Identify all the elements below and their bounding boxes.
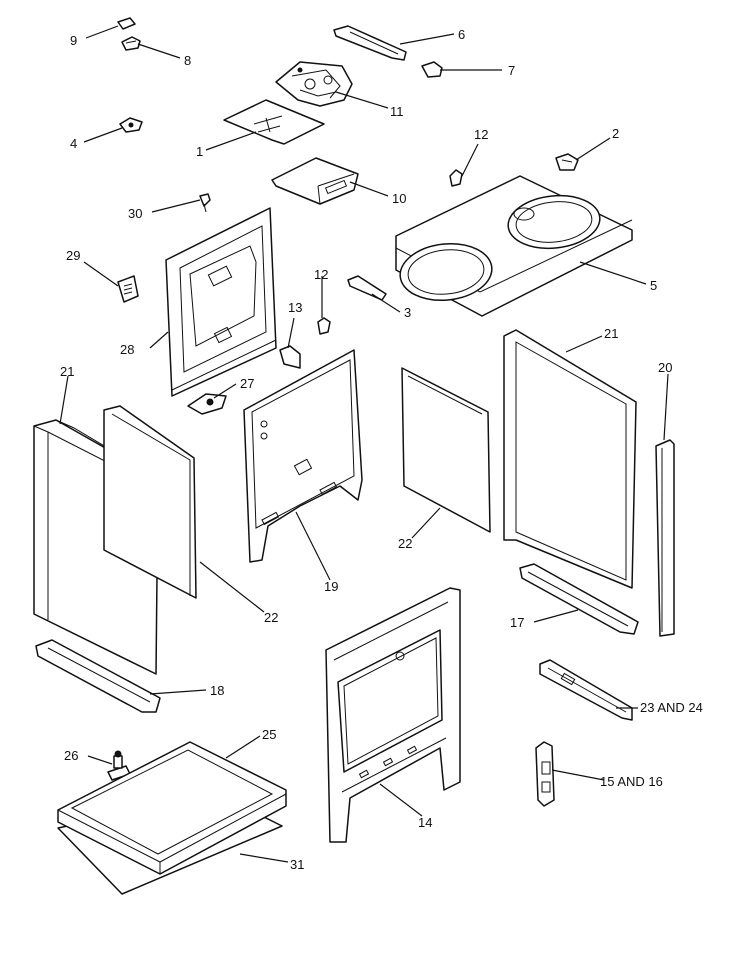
callout-13: 13: [288, 300, 302, 315]
part-1: [223, 99, 325, 145]
part-30: [199, 193, 211, 213]
callout-27: 27: [240, 376, 254, 391]
part-15-16-bracket: [535, 741, 555, 807]
part-29: [117, 275, 139, 303]
part-17-rail: [519, 563, 639, 635]
callout-21-right: 21: [604, 326, 618, 341]
part-2: [555, 153, 579, 171]
callout-17: 17: [510, 615, 524, 630]
callout-19: 19: [324, 579, 338, 594]
callout-labels: 9 8 4 6 7 11 1 10 12 2 30 5 3 12 13 29 2…: [60, 27, 703, 872]
part-19-frame: [243, 349, 363, 563]
part-7: [421, 61, 443, 78]
leader-lines: [59, 25, 669, 863]
part-12-top: [449, 169, 463, 187]
callout-25: 25: [262, 727, 276, 742]
callout-18: 18: [210, 683, 224, 698]
callout-7: 7: [508, 63, 515, 78]
callout-20: 20: [658, 360, 672, 375]
callout-12-top: 12: [474, 127, 488, 142]
callout-31: 31: [290, 857, 304, 872]
part-25-drawer: [57, 741, 287, 875]
callout-28: 28: [120, 342, 134, 357]
callout-10: 10: [392, 191, 406, 206]
callout-4: 4: [70, 136, 77, 151]
callout-15-16: 15 AND 16: [600, 774, 663, 789]
part-21-right-side: [503, 329, 637, 589]
part-22-mid-panel: [401, 367, 491, 533]
callout-3: 3: [404, 305, 411, 320]
callout-14: 14: [418, 815, 432, 830]
callout-11: 11: [390, 104, 404, 119]
part-5-cooktop: [395, 175, 633, 317]
part-27: [187, 393, 227, 415]
callout-9: 9: [70, 33, 77, 48]
callout-29: 29: [66, 248, 80, 263]
part-6: [333, 25, 407, 61]
callout-22-left: 22: [264, 610, 278, 625]
part-4: [119, 117, 143, 133]
callout-8: 8: [184, 53, 191, 68]
part-22-left-inner: [103, 405, 197, 599]
part-20-trim: [655, 439, 675, 637]
callout-2: 2: [612, 126, 619, 141]
callout-21-left: 21: [60, 364, 74, 379]
part-11: [275, 61, 353, 107]
part-23-24-slide: [539, 659, 633, 721]
callout-23-24: 23 AND 24: [640, 700, 703, 715]
part-12-mid: [317, 317, 331, 335]
callout-22-mid: 22: [398, 536, 412, 551]
callout-12-mid: 12: [314, 267, 328, 282]
part-9: [117, 17, 136, 30]
callout-26: 26: [64, 748, 78, 763]
part-10: [271, 157, 359, 205]
part-3: [347, 275, 387, 301]
callout-6: 6: [458, 27, 465, 42]
part-13: [279, 345, 301, 369]
part-8: [121, 36, 141, 51]
callout-30: 30: [128, 206, 142, 221]
part-14-front-frame: [325, 587, 461, 843]
part-28-rear-panel: [165, 207, 277, 397]
callout-1: 1: [196, 144, 203, 159]
part-18-rail: [35, 639, 161, 713]
callout-5: 5: [650, 278, 657, 293]
